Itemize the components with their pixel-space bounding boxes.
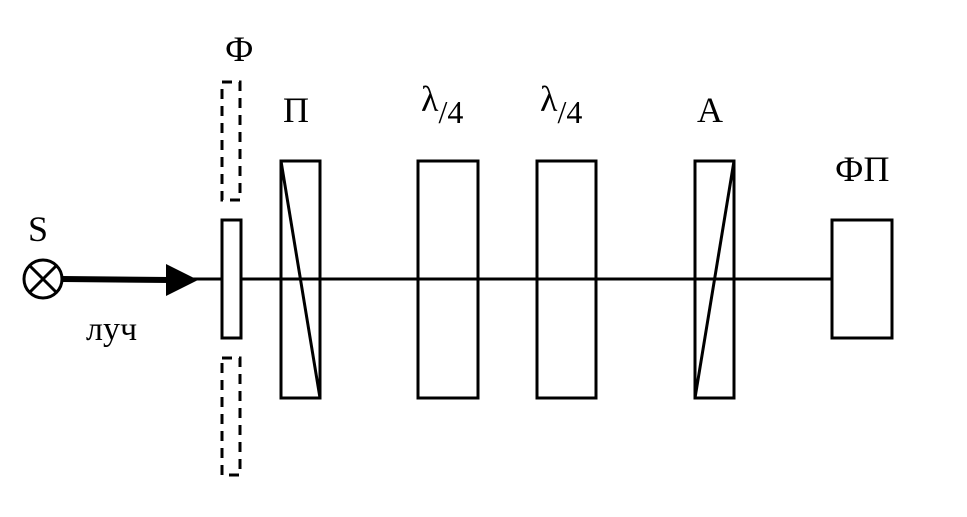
- qwp1-lambda: λ: [421, 79, 439, 119]
- source-label: S: [28, 209, 48, 249]
- qwp2-label: λ/4: [540, 79, 582, 130]
- beam-label: луч: [86, 311, 137, 348]
- polarizer-label: П: [283, 90, 309, 130]
- quarter-wave-plate-2: [535, 159, 598, 400]
- filter-label: Ф: [225, 29, 253, 69]
- filter-upper-dashed: [220, 80, 242, 202]
- qwp1-label: λ/4: [421, 79, 463, 130]
- photodetector-element: [830, 218, 894, 340]
- analyzer-label: А: [697, 90, 723, 130]
- filter-middle-solid: [220, 218, 243, 340]
- incident-beam-arrowhead: [166, 264, 198, 296]
- photodetector-label: ФП: [835, 149, 889, 189]
- polarizer-element: [279, 159, 322, 400]
- filter-lower-dashed: [220, 356, 242, 477]
- analyzer-element: [693, 159, 736, 400]
- qwp2-fraction: /4: [557, 94, 582, 130]
- source-icon: [22, 258, 64, 300]
- quarter-wave-plate-1: [416, 159, 480, 400]
- incident-beam-arrow-shaft: [61, 276, 171, 283]
- qwp2-lambda: λ: [540, 79, 558, 119]
- qwp1-fraction: /4: [438, 94, 463, 130]
